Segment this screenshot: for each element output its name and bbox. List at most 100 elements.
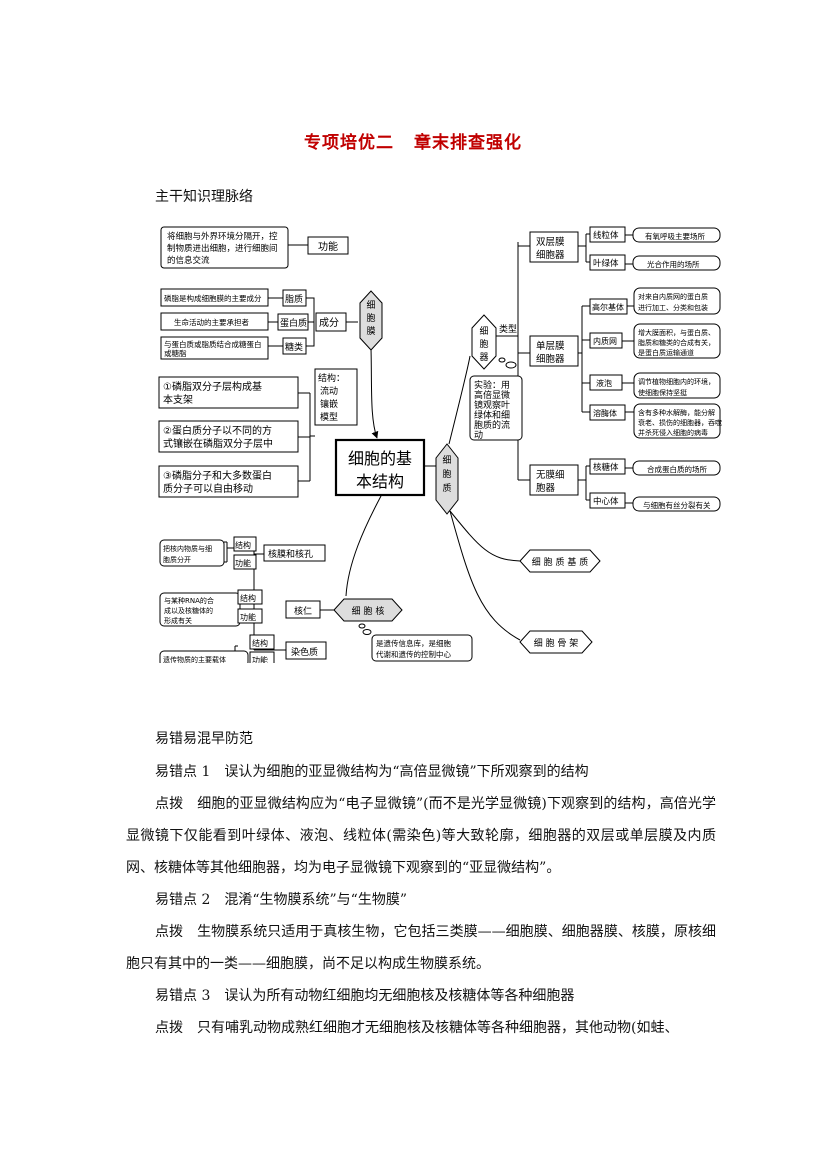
function-box-line1: 将细胞与外界环境分隔开，控	[167, 231, 278, 242]
envelope-label: 核膜和核孔	[268, 548, 313, 560]
lysosome-desc-l2: 衰老、损伤的细胞器，吞噬	[638, 418, 722, 427]
chloro-desc: 光合作用的场所	[647, 259, 700, 269]
svg-text:胞: 胞	[442, 468, 451, 480]
er-desc-l1: 增大膜面积，与蛋白质、	[638, 328, 715, 337]
er-desc-l2: 脂质和糖类的合成有关，	[638, 338, 715, 347]
function-label: 功能	[318, 240, 338, 253]
membrane-hexagon	[359, 290, 383, 351]
point3-line1: ③磷脂分子和大多数蛋白	[163, 469, 272, 482]
point2-line1: ②蛋白质分子以不同的方	[163, 424, 272, 437]
lipid-desc: 磷脂是构成细胞膜的主要成分	[164, 293, 262, 303]
golgi-desc-l2: 进行加工、分类和包装	[638, 303, 708, 312]
single-l2: 细胞器	[536, 353, 565, 365]
type-label: 类型	[499, 323, 517, 335]
error-2-tip: 点拨 生物膜系统只适用于真核生物，它包括三类膜——细胞膜、细胞器膜、核膜，原核细…	[126, 924, 717, 972]
composition-label: 成分	[319, 317, 339, 329]
er-label: 内质网	[593, 336, 617, 346]
vacuole-desc-l2: 使细胞保持坚挺	[638, 388, 687, 397]
nucleolus-desc-l1: 与某种RNA的合	[164, 596, 214, 605]
cytoplasm-matrix: 细 胞 质 基 质	[532, 556, 588, 568]
chromatin-label: 染色质	[291, 646, 318, 658]
envelope-desc-l1: 把核内物质与细	[163, 544, 212, 553]
envelope-function: 功能	[235, 558, 251, 568]
svg-text:器: 器	[479, 352, 488, 363]
golgi-label: 高尔基体	[592, 302, 624, 312]
lipid-label: 脂质	[285, 293, 303, 305]
nucleolus-desc-l3: 形成有关	[164, 616, 192, 625]
svg-text:胞: 胞	[366, 312, 375, 324]
section-heading-knowledge-map: 主干知识理脉络	[155, 189, 253, 205]
centrosome-label: 中心体	[593, 496, 619, 507]
sugar-label: 糖类	[285, 341, 303, 353]
function-box-line2: 制物质进出细胞，进行细胞间	[167, 243, 278, 254]
svg-text:细: 细	[366, 299, 375, 311]
membrane-function-box: 将细胞与外界环境分隔开，控 制物质进出细胞，进行细胞间 的信息交流	[160, 226, 289, 269]
experiment-l3: 镜观察叶	[474, 399, 510, 411]
error-3: 易错点 3 误认为所有动物红细胞均无细胞核及核糖体等各种细胞器	[155, 988, 575, 1004]
experiment-l2: 高倍显微	[474, 389, 510, 401]
chromatin-desc: 遗传物质的主要载体	[163, 655, 226, 663]
double-l1: 双层膜	[536, 237, 565, 248]
mito-label: 线粒体	[593, 230, 619, 241]
nucleolus-function: 功能	[240, 612, 256, 622]
nucleolus-label: 核仁	[294, 605, 312, 617]
centrosome-desc: 与细胞有丝分裂有关	[643, 500, 711, 510]
error-1-tip: 点拨 细胞的亚显微结构应为“电子显微镜”(而不是光学显微镜)下观察到的结构，高倍…	[126, 796, 716, 876]
error-2: 易错点 2 混淆“生物膜系统”与“生物膜”	[155, 892, 407, 908]
protein-desc: 生命活动的主要承担者	[174, 317, 249, 327]
error-1: 易错点 1 误认为细胞的亚显微结构为“高倍显微镜”下所观察到的结构	[155, 764, 589, 780]
concept-map: 将细胞与外界环境分隔开，控 制物质进出细胞，进行细胞间 的信息交流 功能 磷脂是…	[158, 226, 722, 663]
none-l2: 胞器	[536, 482, 556, 494]
nucleus-desc-l1: 是遗传信息库，是细胞	[376, 638, 451, 648]
structure-l1: 结构：	[318, 372, 345, 384]
sugar-desc-line1: 与蛋白质或脂质结合成糖蛋白	[164, 339, 262, 349]
nucleolus-desc-l2: 成以及核糖体的	[164, 606, 213, 615]
lysosome-label: 溶酶体	[593, 408, 617, 418]
structure-l2: 流动	[320, 385, 338, 397]
center-line2: 本结构	[356, 472, 404, 491]
chromatin-structure: 结构	[252, 638, 268, 648]
svg-text:膜: 膜	[366, 326, 375, 337]
page-title: 专项培优二章末排查强化	[0, 128, 826, 153]
single-l1: 单层膜	[536, 340, 565, 352]
point1-line1: ①磷脂双分子层构成基	[163, 380, 262, 393]
center-line1: 细胞的基	[348, 449, 412, 468]
function-box-line3: 的信息交流	[167, 255, 210, 266]
golgi-desc-l1: 对来自内质网的蛋白质	[638, 292, 708, 301]
center-node: 细胞的基 本结构	[334, 438, 426, 497]
nucleus-label: 细 胞 核	[352, 605, 385, 617]
cytoskeleton: 细 胞 骨 架	[534, 637, 579, 649]
organelle-hexagon	[471, 314, 497, 370]
error-3-tip: 点拨 只有哺乳动物成熟红细胞才无细胞核及核糖体等各种细胞器，其他动物(如蛙、	[155, 1020, 679, 1036]
vacuole-label: 液泡	[596, 378, 612, 388]
envelope-desc-l2: 胞质分开	[163, 555, 191, 564]
protein-label: 蛋白质	[280, 317, 307, 329]
none-l1: 无膜细	[536, 469, 565, 481]
point3-line2: 质分子可以自由移动	[163, 482, 253, 495]
error-list: 易错点 1 误认为细胞的亚显微结构为“高倍显微镜”下所观察到的结构 点拨 细胞的…	[126, 756, 716, 1044]
nucleus-desc-l2: 代谢和遗传的控制中心	[376, 649, 451, 659]
organelle-hexagon-right	[435, 443, 459, 515]
sugar-desc-line2: 或糖脂	[164, 348, 187, 358]
er-desc-l3: 是蛋白质运输通道	[638, 348, 694, 357]
svg-text:细: 细	[479, 325, 488, 337]
experiment-l6: 动	[474, 430, 483, 441]
section-heading-errors: 易错易混早防范	[155, 731, 253, 747]
lysosome-desc-l3: 并杀死侵入细胞的病毒	[638, 428, 708, 437]
chloro-label: 叶绿体	[593, 258, 619, 269]
experiment-l4: 绿体和细	[474, 409, 510, 421]
nucleus-hexagon	[333, 598, 403, 622]
lysosome-desc-l1: 含有多种水解酶，能分解	[638, 408, 715, 417]
svg-text:细: 细	[442, 454, 451, 466]
point2-line2: 式镶嵌在磷脂双分子层中	[163, 437, 273, 450]
title-part2: 章末排查强化	[414, 133, 522, 153]
vacuole-desc-l1: 调节植物细胞内的环境，	[638, 377, 715, 386]
envelope-structure: 结构	[235, 540, 251, 550]
svg-text:质: 质	[442, 482, 451, 494]
svg-text:胞: 胞	[479, 338, 488, 350]
mito-desc: 有氧呼吸主要场所	[645, 231, 705, 241]
experiment-l5: 胞质的流	[474, 419, 510, 431]
nucleolus-structure: 结构	[240, 593, 256, 603]
point1-line2: 本支架	[163, 393, 193, 406]
title-part1: 专项培优二	[304, 133, 394, 153]
